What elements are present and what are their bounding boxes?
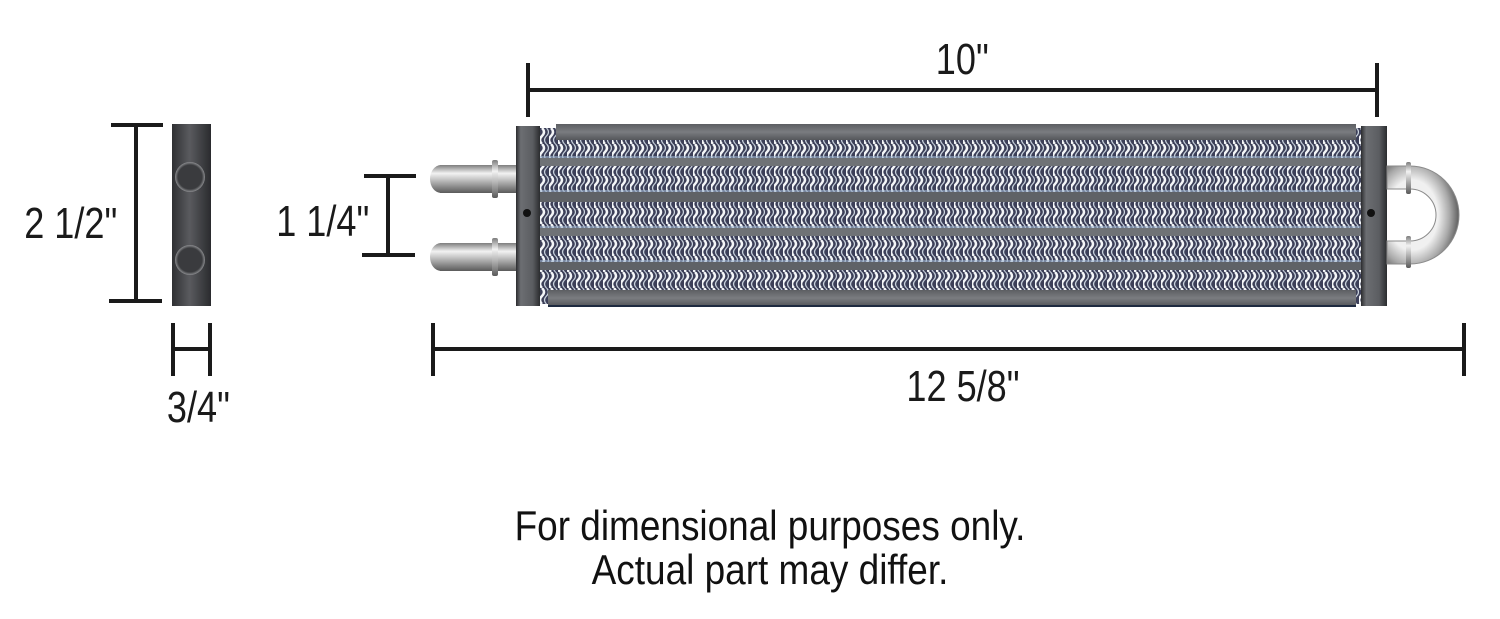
- height-dimension-line: [109, 123, 163, 303]
- return-u-bend: [1386, 162, 1460, 268]
- core-length-dimension-line: [526, 63, 1379, 117]
- front-view: [362, 63, 1466, 376]
- overall-length-dimension-line: [431, 323, 1466, 376]
- disclaimer-note: For dimensional purposes only. Actual pa…: [92, 502, 1447, 594]
- fin-core: [540, 128, 1362, 304]
- port-spacing-label: 1 1/4": [276, 197, 370, 246]
- end-plate-right: [1361, 126, 1387, 306]
- core-tube-bars: [540, 124, 1362, 307]
- inlet-fitting-top: [430, 160, 520, 198]
- core-length-label: 10": [935, 35, 989, 84]
- width-label: 3/4": [166, 383, 230, 432]
- port-spacing-dimension-line: [362, 174, 416, 257]
- end-plate-left: [516, 126, 540, 306]
- inlet-fitting-bottom: [430, 238, 520, 276]
- side-view-body: [172, 124, 211, 306]
- height-label: 2 1/2": [24, 199, 118, 248]
- width-dimension-line: [171, 323, 212, 376]
- side-port-bottom: [175, 245, 205, 275]
- side-view: [109, 123, 212, 376]
- disclaimer-line-1: For dimensional purposes only.: [514, 502, 1026, 549]
- side-port-top: [175, 162, 205, 192]
- disclaimer-line-2: Actual part may differ.: [591, 546, 949, 594]
- overall-length-label: 12 5/8": [906, 362, 1020, 411]
